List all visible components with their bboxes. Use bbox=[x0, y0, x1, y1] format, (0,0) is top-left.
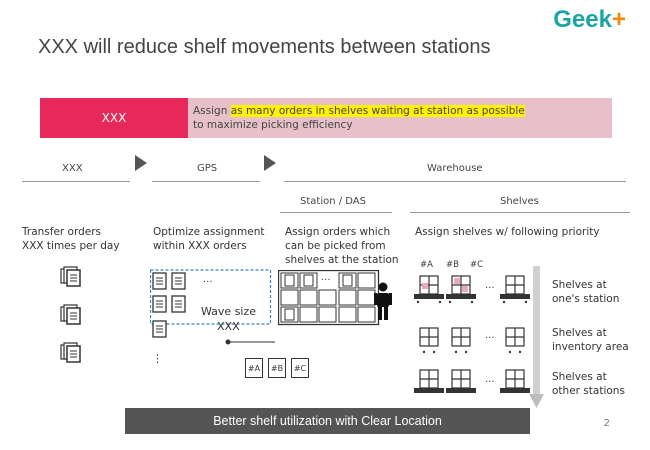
col3-line1: Assign orders which bbox=[285, 226, 391, 238]
grid-ellipsis: ... bbox=[321, 272, 331, 283]
col3-line2: can be picked from bbox=[285, 240, 386, 252]
document-stack-icon bbox=[60, 304, 81, 325]
order-tag-a: #A bbox=[245, 358, 263, 378]
logo-plus: + bbox=[611, 6, 626, 33]
wave-diagram bbox=[150, 269, 275, 345]
wave-size-label: Wave size bbox=[201, 305, 257, 318]
banner-text: Assign as many orders in shelves waiting… bbox=[193, 104, 593, 132]
banner-highlight: as many orders in shelves waiting at sta… bbox=[230, 105, 525, 117]
wave-more-dots: ⋮ bbox=[152, 352, 163, 365]
col2-line1: Optimize assignment bbox=[153, 226, 265, 238]
flow-step-2: GPS bbox=[197, 163, 218, 174]
station-rule bbox=[280, 212, 392, 213]
flow-rule-2 bbox=[152, 181, 260, 182]
flow-step-1: XXX bbox=[62, 163, 83, 174]
shelf-label-other-l2: other stations bbox=[552, 385, 625, 397]
col3-line3: shelves at the station bbox=[285, 254, 399, 266]
shelf-row2-ellipsis: ... bbox=[485, 330, 495, 341]
shelf-label-other-l1: Shelves at bbox=[552, 371, 607, 383]
document-stack-icons bbox=[60, 266, 81, 363]
shelf-label-inventory: Shelves at inventory area bbox=[552, 326, 629, 354]
shelf-row3-ellipsis: ... bbox=[485, 374, 495, 385]
document-stack-icon bbox=[60, 342, 81, 363]
conclusion-bar: Better shelf utilization with Clear Loca… bbox=[125, 408, 530, 434]
shelf-icons bbox=[414, 275, 530, 393]
priority-arrow bbox=[529, 266, 544, 408]
wave-size-value: XXX bbox=[217, 320, 240, 333]
order-tag-c: #C bbox=[291, 358, 309, 378]
page-number: 2 bbox=[603, 418, 610, 429]
geek-plus-logo: Geek+ bbox=[553, 6, 626, 34]
shelf-label-station-l1: Shelves at bbox=[552, 279, 607, 291]
flow-step-3: Warehouse bbox=[427, 163, 483, 174]
document-stack-icon bbox=[60, 266, 81, 287]
col1-text: Transfer orders XXX times per day bbox=[22, 225, 120, 253]
banner-line1-pre: Assign bbox=[193, 105, 231, 117]
shelf-label-station-l2: one's station bbox=[552, 293, 620, 305]
shelf-label-other: Shelves at other stations bbox=[552, 370, 625, 398]
station-das-header: Station / DAS bbox=[300, 196, 366, 207]
col1-line2: XXX times per day bbox=[22, 240, 120, 252]
logo-text: Geek bbox=[553, 6, 612, 33]
col2-text: Optimize assignment within XXX orders bbox=[153, 225, 265, 253]
shelves-header: Shelves bbox=[500, 196, 539, 207]
person-icon bbox=[374, 282, 392, 320]
flow-arrow-2 bbox=[264, 155, 276, 171]
shelves-rule bbox=[410, 212, 630, 213]
col2-line2: within XXX orders bbox=[153, 240, 247, 252]
shelf-label-inventory-l2: inventory area bbox=[552, 341, 629, 353]
shelf-row1-ellipsis: ... bbox=[485, 280, 495, 291]
shelf-tag-b: #B bbox=[446, 260, 459, 270]
station-grid bbox=[278, 270, 380, 326]
banner-line2: to maximize picking efficiency bbox=[193, 119, 353, 131]
col1-line1: Transfer orders bbox=[22, 226, 102, 238]
flow-rule-3 bbox=[284, 181, 626, 182]
flow-arrow-1 bbox=[135, 155, 147, 171]
col3-text: Assign orders which can be picked from s… bbox=[285, 225, 399, 267]
shelf-tag-a: #A bbox=[420, 260, 433, 270]
banner-label: XXX bbox=[40, 98, 188, 138]
wave-ellipsis: ... bbox=[203, 274, 213, 285]
slide-title: XXX will reduce shelf movements between … bbox=[38, 36, 491, 58]
shelf-label-inventory-l1: Shelves at bbox=[552, 327, 607, 339]
col4-text: Assign shelves w/ following priority bbox=[415, 226, 600, 238]
order-tag-b: #B bbox=[268, 358, 286, 378]
flow-rule-1 bbox=[22, 181, 130, 182]
shelf-tag-c: #C bbox=[470, 260, 484, 270]
shelf-label-station: Shelves at one's station bbox=[552, 278, 619, 306]
